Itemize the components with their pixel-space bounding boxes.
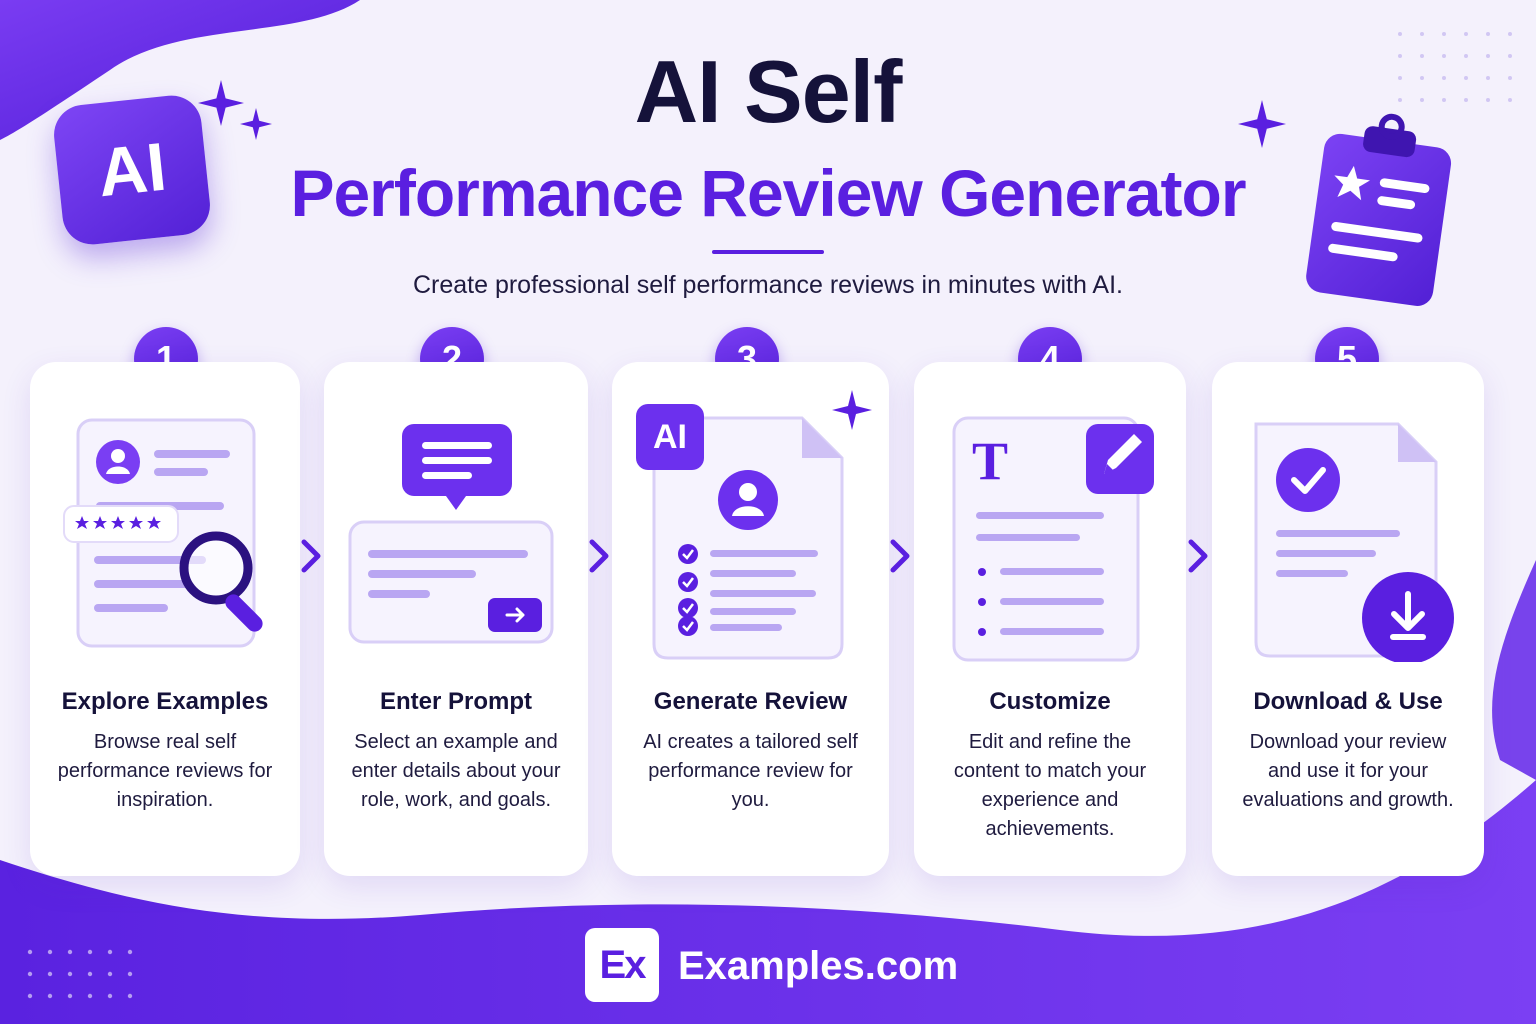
step-description-3: AI creates a tailored self performance r…: [643, 731, 858, 811]
text-edit-icon: [952, 416, 1154, 662]
step-title-3: Generate Review: [653, 688, 848, 715]
brand-name-link[interactable]: Examples.com: [678, 944, 959, 988]
chevron-right-icon: [890, 539, 910, 573]
sparkle-icon: [240, 108, 272, 140]
step-description-5: Download your review and use it for your…: [1242, 731, 1454, 811]
step-title-1: Explore Examples: [61, 688, 269, 715]
step-card-2: Enter Prompt Select an example and enter…: [324, 362, 588, 876]
ai-tag-icon: AI: [653, 417, 687, 456]
step-card-1: Explore Examples Browse real self perfor…: [30, 362, 300, 876]
arrow-right-icon: [488, 598, 542, 632]
download-icon: [1362, 572, 1454, 662]
brand-logo[interactable]: Ex: [585, 928, 659, 1002]
chevron-right-icon: [589, 539, 609, 573]
sparkle-icon: [1238, 100, 1286, 148]
step-card-3: AI Generate Review AI creates a tailored…: [612, 362, 889, 876]
sparkle-icon: [832, 390, 872, 430]
step-description-2: Select an example and enter details abou…: [351, 731, 561, 811]
checklist-document-icon: [636, 390, 872, 660]
step-description-1: Browse real self performance reviews for…: [57, 731, 273, 811]
magnifier-icon: [179, 531, 263, 632]
title-divider: [712, 250, 824, 254]
check-circle-icon: [1276, 448, 1340, 512]
chevron-right-icon: [1188, 539, 1208, 573]
clipboard-icon: [1306, 113, 1452, 306]
download-document-icon: [1254, 422, 1454, 662]
rating-stars-icon: [75, 516, 161, 529]
prompt-input-icon: [348, 424, 554, 644]
step-title-4: Customize: [989, 688, 1111, 715]
step-description-4: Edit and refine the content to match you…: [953, 731, 1147, 840]
chat-bubble-icon: [402, 424, 512, 510]
step-card-4: T Customize Edit and refine the content …: [914, 362, 1186, 876]
chevron-right-icon: [301, 539, 321, 573]
page-subtitle-heading: Performance Review Generator: [290, 156, 1246, 230]
page-tagline: Create professional self performance rev…: [412, 271, 1124, 299]
step-title-5: Download & Use: [1253, 688, 1443, 715]
page-title: AI Self: [634, 42, 903, 141]
text-letter-icon: T: [972, 431, 1009, 491]
step-card-5: Download & Use Download your review and …: [1212, 362, 1484, 876]
pencil-icon: [1086, 424, 1154, 494]
sparkle-icon: [198, 80, 244, 126]
checkmark-icon: [678, 544, 698, 636]
step-title-2: Enter Prompt: [379, 688, 532, 715]
profile-document-icon: [63, 418, 263, 648]
